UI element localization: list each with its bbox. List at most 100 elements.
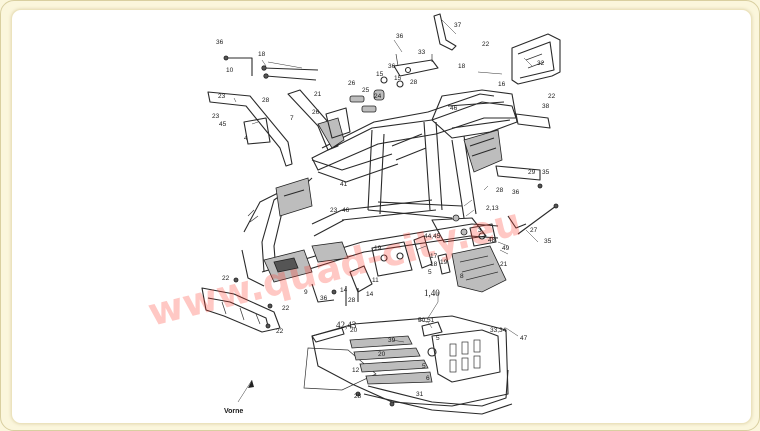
callout-21: 21 [314, 91, 322, 98]
callout-11: 11 [372, 277, 379, 284]
callout-15: 15 [394, 75, 402, 82]
callout-15: 15 [376, 71, 384, 78]
callout-5: 5 [422, 363, 426, 370]
callout-23: 23 [330, 207, 338, 214]
callout-22: 22 [282, 305, 290, 312]
callout-44,45: 44,45 [424, 233, 441, 240]
callout-28: 28 [348, 297, 356, 304]
callout-21: 21 [500, 261, 508, 268]
callout-14: 14 [366, 291, 374, 298]
callout-46: 46 [342, 207, 350, 214]
callout-19: 19 [374, 245, 382, 252]
callout-49: 49 [502, 245, 510, 252]
callout-23: 23 [218, 93, 226, 100]
callout-45: 45 [219, 121, 227, 128]
bracket-29 [495, 165, 543, 189]
callout-25: 25 [362, 87, 370, 94]
callout-22: 22 [482, 41, 490, 48]
front-direction-arrow [237, 379, 254, 403]
callout-14: 14 [340, 287, 348, 294]
center-mount-parts [371, 214, 468, 277]
bracket-7 [287, 89, 345, 151]
callout-36: 36 [396, 33, 404, 40]
callout-35: 35 [544, 238, 552, 245]
callouts: 36 18 10 37 36 33 22 32 18 15 36 15 26 2… [212, 22, 556, 400]
callout-41: 41 [340, 181, 348, 188]
spacers-24-26 [349, 89, 385, 113]
callout-27: 27 [530, 227, 538, 234]
rod-35 [517, 203, 559, 235]
callout-28: 28 [262, 97, 270, 104]
callout-1,40: 1,40 [424, 288, 440, 298]
callout-36: 36 [512, 189, 520, 196]
callout-50,51: 50,51 [418, 317, 435, 324]
callout-23: 23 [212, 113, 220, 120]
callout-3: 3 [478, 227, 482, 234]
callout-29: 29 [528, 169, 536, 176]
callout-33: 33 [418, 49, 426, 56]
callout-22: 22 [222, 275, 230, 282]
callout-5: 5 [428, 269, 432, 276]
callout-18: 18 [258, 51, 266, 58]
callout-36: 36 [388, 63, 396, 70]
callout-28: 28 [354, 393, 362, 400]
callout-39: 39 [388, 337, 396, 344]
footrest-8 [451, 245, 507, 293]
bolts-18 [261, 65, 319, 81]
callout-38: 38 [542, 103, 550, 110]
callout-19: 19 [440, 259, 448, 266]
callout-32: 32 [537, 60, 545, 67]
callout-37: 37 [454, 22, 462, 29]
callout-20: 20 [350, 327, 358, 334]
nuts-15 [380, 66, 412, 88]
diagram-panel: www.quad-city.eu [11, 9, 752, 424]
callout-24: 24 [374, 93, 382, 100]
callout-6: 6 [426, 375, 430, 382]
callout-22: 22 [276, 328, 284, 335]
callout-36: 36 [216, 39, 224, 46]
callout-31: 31 [416, 391, 424, 398]
front-guard-22 [201, 277, 281, 333]
bracket-37 [433, 13, 457, 51]
rear-grab-bar [511, 33, 561, 85]
bracket-9 [311, 283, 337, 303]
callout-16: 16 [498, 81, 506, 88]
callout-28: 28 [496, 187, 504, 194]
callout-48: 48 [488, 237, 496, 244]
bracket-23 [207, 91, 293, 167]
bolt-10 [223, 55, 253, 76]
callout-5: 5 [436, 335, 440, 342]
callout-36: 36 [320, 295, 328, 302]
callout-2,13: 2,13 [486, 205, 499, 212]
bracket-38 [515, 113, 551, 129]
callout-28: 28 [410, 79, 418, 86]
callout-9: 9 [304, 289, 308, 296]
bracket-27 [507, 215, 527, 229]
callout-35: 35 [542, 169, 550, 176]
bracket-33 [393, 53, 439, 77]
callout-26: 26 [348, 80, 356, 87]
callout-33,34: 33,34 [490, 327, 507, 334]
callout-47: 47 [520, 335, 528, 342]
leader-lines [233, 19, 539, 343]
callout-12: 12 [352, 367, 360, 374]
callout-8: 8 [460, 273, 464, 280]
engine-mount-3 [469, 223, 497, 247]
callout-17: 17 [430, 253, 438, 260]
callout-22: 22 [548, 93, 556, 100]
bracket-11 [349, 265, 373, 293]
callout-10: 10 [226, 67, 234, 74]
callout-18: 18 [458, 63, 466, 70]
callout-18: 18 [430, 261, 438, 268]
callout-46: 46 [450, 105, 458, 112]
exploded-frame-diagram: www.quad-city.eu [12, 10, 751, 423]
callout-20: 20 [378, 351, 386, 358]
bracket-21 [325, 107, 351, 139]
callout-7: 7 [290, 115, 294, 122]
direction-label: Vorne [224, 408, 243, 415]
callout-42,43: 42,43 [336, 320, 357, 330]
callout-4: 4 [244, 135, 248, 142]
callout-26: 26 [312, 109, 320, 116]
diagram-svg: www.quad-city.eu [144, 13, 561, 415]
